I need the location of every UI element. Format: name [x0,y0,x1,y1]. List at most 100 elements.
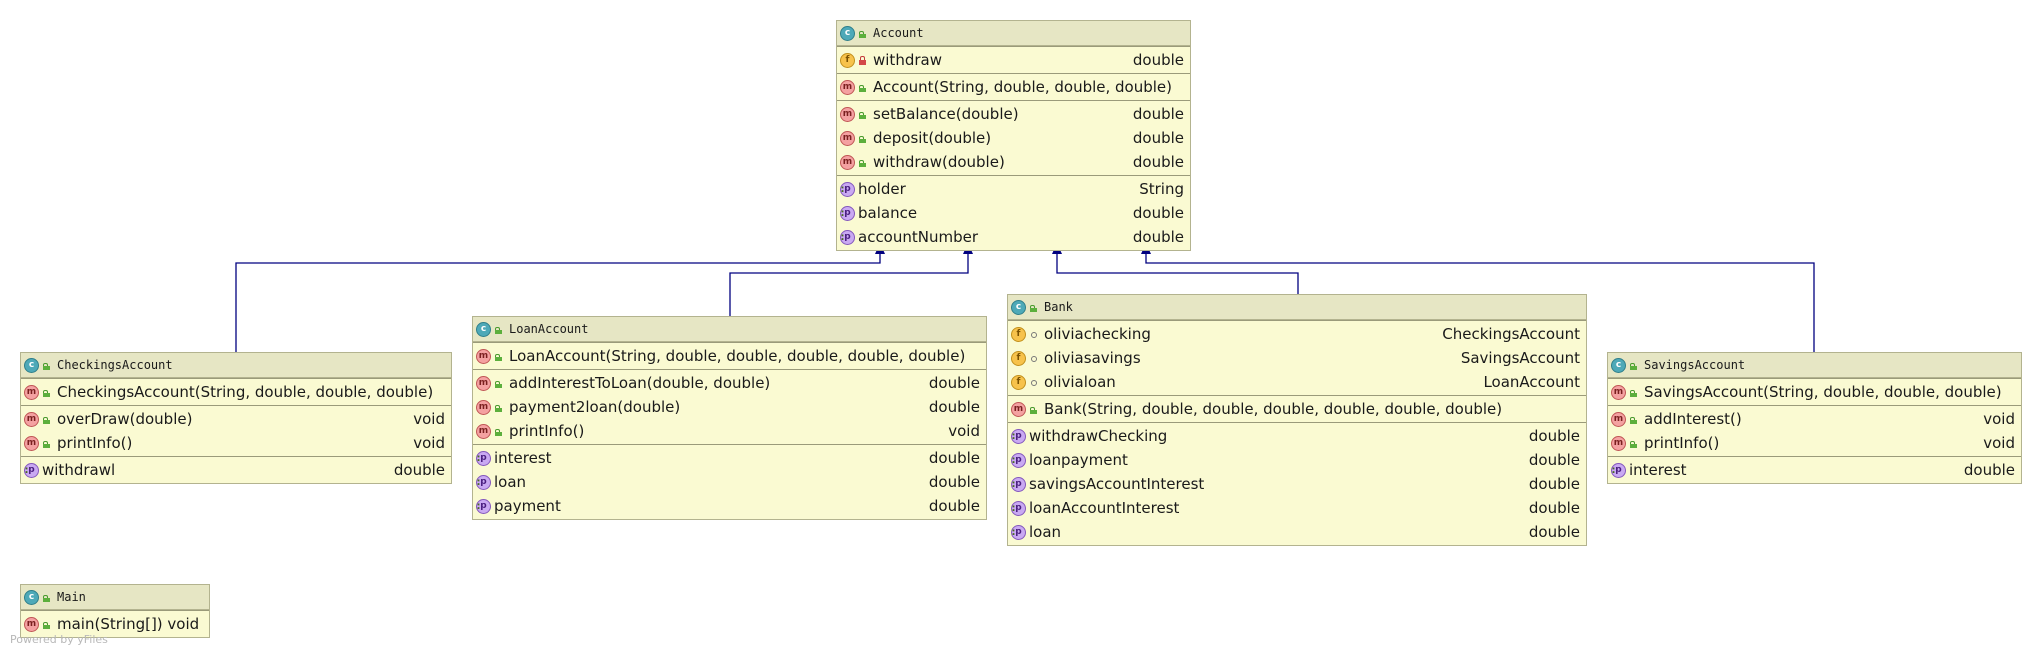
public-visibility-icon [1629,388,1638,397]
property-name: loanAccountInterest [1029,499,1180,517]
method-name: payment2loan(double) [509,398,681,416]
property-icon: p [1011,452,1026,468]
method-icon: m [840,79,855,95]
method-type: double [928,374,980,392]
property-icon: p [1011,500,1026,516]
field-name: oliviasavings [1044,349,1141,367]
method-name: printInfo() [57,434,133,452]
property-type: double [1528,523,1580,541]
public-visibility-icon [42,593,51,602]
public-visibility-icon [42,439,51,448]
property-icon: p [840,181,855,197]
method-icon: m [1611,384,1626,400]
class-icon: c [24,589,39,605]
field-icon: f [1011,326,1026,342]
public-visibility-icon [42,415,51,424]
class-name: Bank [1044,300,1073,314]
property-name: withdrawChecking [1029,427,1168,445]
method-row[interactable]: m main(String[]) void [21,612,209,636]
method-icon: m [24,616,39,632]
method-row[interactable]: m addInterestToLoan(double, double) double [473,371,986,395]
class-name: SavingsAccount [1644,358,1746,372]
property-icon: p [1611,462,1626,478]
class-icon: c [1611,357,1626,373]
property-type: double [1132,228,1184,246]
public-visibility-icon [1629,415,1638,424]
public-visibility-icon [1629,439,1638,448]
method-name: SavingsAccount(String, double, double, d… [1644,383,2002,401]
method-type: void [413,410,445,428]
class-icon: c [24,357,39,373]
method-row[interactable]: m SavingsAccount(String, double, double, … [1608,380,2021,404]
class-name: Main [57,590,86,604]
class-savings-account[interactable]: c SavingsAccount m SavingsAccount(String, d… [1607,352,2022,484]
property-type: double [1528,427,1580,445]
property-name: interest [1629,461,1687,479]
property-icon: p [476,450,491,466]
class-icon: c [840,25,855,41]
property-name: interest [494,449,552,467]
method-icon: m [1011,401,1026,417]
property-name: loan [1029,523,1062,541]
public-visibility-icon [42,620,51,629]
method-type: void [948,422,980,440]
class-section: m main(String[]) void [21,610,209,637]
public-visibility-icon [494,403,503,412]
property-name: balance [858,204,918,222]
class-icon: c [1011,299,1026,315]
method-name: main(String[]) void [57,615,200,633]
property-name: loanpayment [1029,451,1128,469]
method-icon: m [476,375,491,391]
field-type: double [1132,51,1184,69]
field-name: withdraw [873,51,942,69]
method-name: printInfo() [509,422,585,440]
public-visibility-icon [1029,405,1038,414]
field-icon: f [1011,374,1026,390]
property-name: accountNumber [858,228,979,246]
class-main[interactable]: c Main m main(String[]) void [20,584,210,638]
method-type: double [1132,105,1184,123]
property-icon: p [1011,524,1026,540]
method-name: addInterestToLoan(double, double) [509,374,771,392]
class-section: pholderStringpbalancedouble p accountNumbe… [837,175,1190,250]
public-visibility-icon [858,134,867,143]
